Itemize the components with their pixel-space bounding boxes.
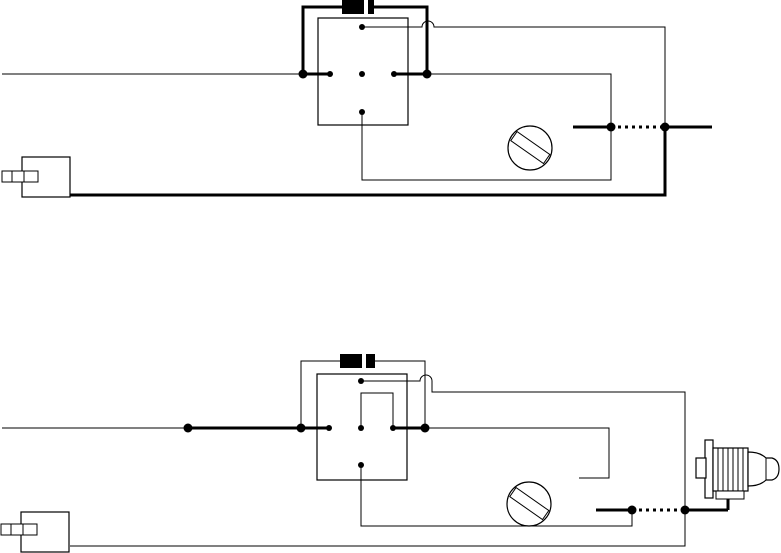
- plug-prong: [2, 171, 38, 182]
- fuse: [507, 482, 551, 526]
- diode-band: [364, 0, 368, 14]
- wiring-diagram-bottom: [1, 354, 779, 552]
- fuse: [508, 126, 552, 170]
- plug: [2, 157, 70, 197]
- switch: [573, 123, 712, 132]
- diode-band: [362, 354, 366, 368]
- relay-terminal-center: [359, 71, 365, 77]
- return-wire: [70, 127, 665, 195]
- switch-node-left: [628, 506, 637, 515]
- junction-node: [297, 424, 306, 433]
- plug-prong: [1, 524, 37, 535]
- switch-node-left: [607, 123, 616, 132]
- diode-body: [342, 0, 374, 14]
- diode-body: [340, 354, 375, 368]
- lamp-bulb: [748, 452, 779, 486]
- plug: [1, 512, 69, 552]
- lamp: [696, 440, 779, 510]
- return-wire: [70, 510, 685, 546]
- lamp-mount-tab: [696, 458, 706, 478]
- wiring-diagram-top: [2, 0, 712, 197]
- lamp-base: [716, 491, 744, 499]
- relay: [318, 18, 408, 125]
- switch: [596, 506, 728, 515]
- junction-node: [299, 70, 308, 79]
- output-wire: [425, 428, 609, 478]
- junction-node: [184, 424, 193, 433]
- output-wire: [427, 74, 611, 127]
